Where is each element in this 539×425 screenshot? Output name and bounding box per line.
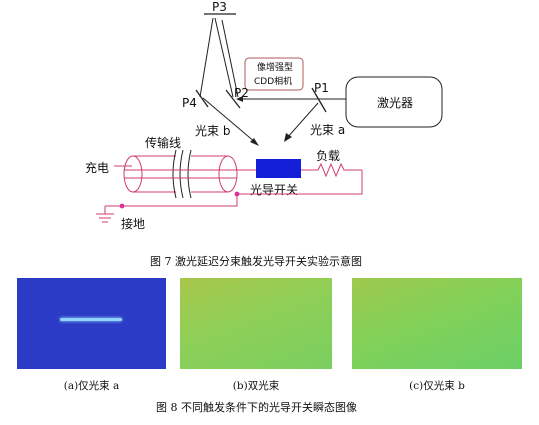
- beam-p4-p3: [199, 17, 214, 98]
- camera-box: [244, 57, 304, 91]
- label-beam-b: 光束 b: [195, 124, 230, 138]
- label-beam-a: 光束 a: [310, 123, 345, 137]
- panel-a-streak: [60, 318, 122, 321]
- panel-b-image: [180, 278, 332, 369]
- label-p3: P3: [212, 0, 227, 14]
- photoconductive-switch: [256, 159, 301, 178]
- label-transmission-line: 传输线: [145, 135, 181, 150]
- mirror-p4: [195, 89, 209, 108]
- label-charge: 充电: [85, 160, 109, 175]
- label-ground: 接地: [121, 216, 145, 231]
- beam-a: [286, 102, 319, 139]
- load-resistor: [317, 162, 362, 178]
- camera-label-line2: CDD相机: [254, 75, 292, 87]
- transmission-line: [123, 149, 238, 199]
- arrow-beam-a: [284, 133, 292, 142]
- label-p2: P2: [234, 86, 249, 100]
- label-p1: P1: [314, 81, 329, 95]
- return-wire: [237, 170, 363, 195]
- beam-p2-p3-inner: [221, 19, 239, 98]
- experiment-schematic: P3 像增强型 CDD相机 激光器 P1 P2 P4 光束 b 光束 a 传输线: [85, 0, 443, 231]
- figure8-caption: 图 8 不同触发条件下的光导开关瞬态图像: [156, 401, 357, 414]
- arrow-beam-b: [250, 138, 259, 146]
- label-switch: 光导开关: [250, 183, 298, 197]
- label-load: 负载: [316, 149, 340, 163]
- figure7-caption: 图 7 激光延迟分束触发光导开关实验示意图: [150, 255, 362, 268]
- beam-p3-p2: [214, 17, 234, 98]
- panel-c-image: [352, 278, 522, 369]
- mirror-p1: [311, 87, 327, 113]
- arrow-to-p2: [236, 96, 243, 102]
- junction-dot-right: [234, 191, 240, 197]
- ground-wire-top: [105, 194, 238, 207]
- panel-a-image: [17, 278, 166, 369]
- ground-symbol: [96, 213, 114, 223]
- beam-b: [202, 97, 257, 144]
- camera-label-line1: 像增强型: [257, 61, 293, 73]
- laser-label: 激光器: [377, 96, 413, 110]
- laser-box: [345, 76, 443, 128]
- panel-a-label: (a)仅光束 a: [63, 380, 120, 392]
- mirror-p2: [225, 89, 241, 109]
- junction-dot-left: [119, 203, 125, 209]
- panel-c-label: (c)仅光束 b: [409, 380, 465, 392]
- panel-b-label: (b)双光束: [232, 380, 280, 392]
- label-p4: P4: [182, 96, 197, 110]
